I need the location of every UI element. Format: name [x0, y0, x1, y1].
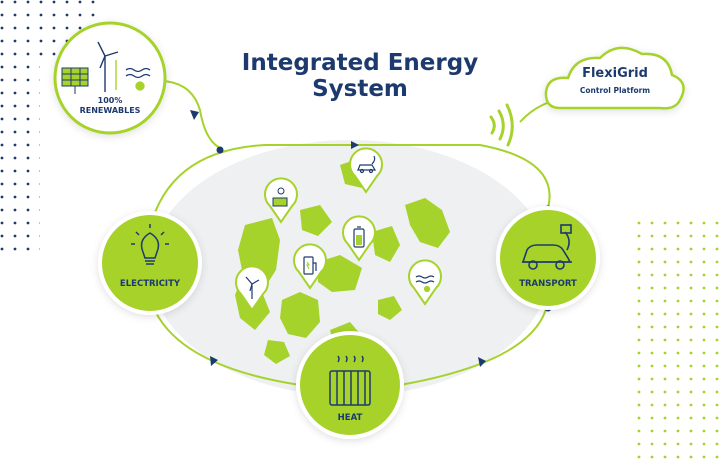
wind-turbine-icon	[245, 276, 260, 299]
flexigrid-subtitle: Control Platform	[579, 86, 651, 95]
flow-arrows	[190, 110, 486, 367]
arrow-renewables	[190, 110, 199, 120]
map-pins	[235, 147, 442, 312]
flexigrid-name: FlexiGrid	[582, 66, 648, 81]
renewables-percent: 100%	[97, 96, 123, 105]
electric-car-icon	[521, 224, 572, 270]
renewables-text: RENEWABLES	[79, 106, 141, 115]
renewables-label: 100% RENEWABLES	[70, 96, 150, 116]
battery-icon	[353, 226, 365, 248]
radiator-icon	[329, 355, 371, 406]
solar-panel-icon	[61, 67, 89, 94]
denmark-map	[235, 158, 450, 364]
transport-node	[496, 206, 600, 310]
heat-node	[296, 331, 404, 439]
ev-charging-station-icon	[303, 256, 317, 275]
arrow-bottom-left	[210, 356, 218, 366]
signal-waves-icon	[489, 103, 514, 147]
arrow-bottom-right	[478, 357, 486, 367]
heat-label: HEAT	[337, 413, 363, 423]
electricity-node	[98, 211, 202, 315]
page-title: Integrated Energy System	[241, 50, 479, 102]
pin-battery	[342, 215, 376, 262]
dot-grid-left	[0, 60, 40, 260]
pin-ev-car	[349, 147, 383, 194]
flexigrid-cloud	[544, 46, 685, 110]
arrow-top	[351, 141, 359, 149]
light-bulb-icon	[131, 224, 169, 265]
renewables-node	[53, 21, 167, 135]
wave-energy-icon	[125, 67, 151, 91]
pin-wave	[408, 259, 442, 306]
renewables-icons	[61, 41, 151, 94]
wave-energy-icon	[415, 275, 435, 293]
ev-charger-car-icon	[357, 155, 377, 174]
pin-solar	[264, 177, 298, 224]
pin-ev-station	[293, 243, 327, 290]
wind-turbine-icon	[97, 41, 119, 92]
solar-panel-icon	[272, 187, 288, 207]
dot-grid-right	[635, 215, 720, 468]
transport-label: TRANSPORT	[519, 279, 577, 289]
electricity-label: ELECTRICITY	[119, 279, 181, 289]
pin-wind	[235, 265, 269, 312]
